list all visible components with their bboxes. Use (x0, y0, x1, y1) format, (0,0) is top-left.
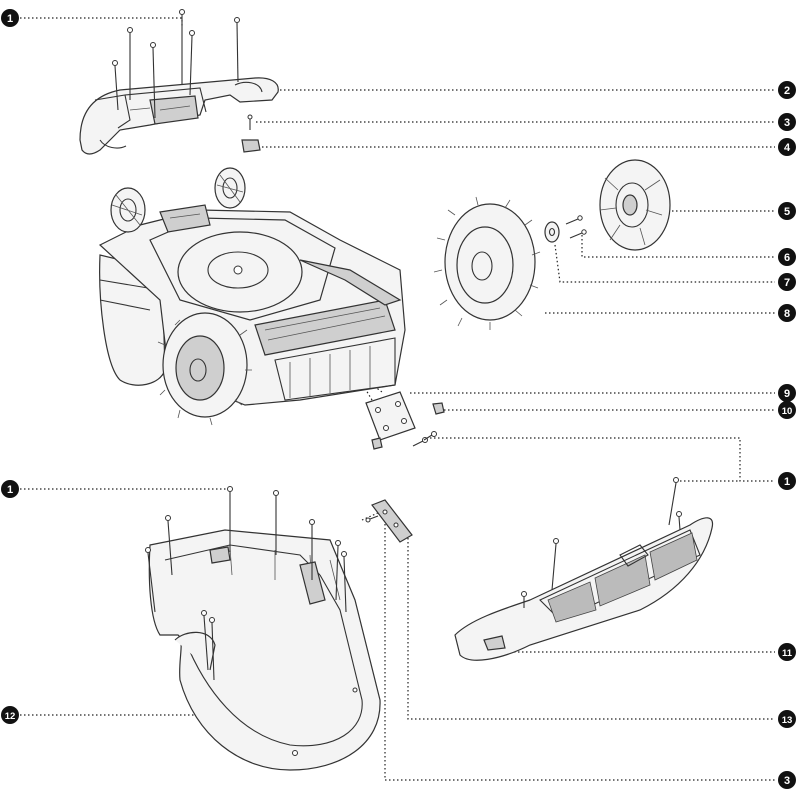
mower-chassis (98, 204, 406, 406)
callout-label: 3 (784, 117, 790, 129)
screw-icon (234, 17, 240, 83)
screw-icon (273, 490, 279, 555)
leader-7 (554, 244, 775, 283)
callout-label: 4 (784, 142, 791, 154)
hub-washer (544, 221, 560, 243)
front-bumper (454, 517, 714, 661)
leader-1-top (20, 17, 183, 28)
callout-label: 8 (784, 308, 790, 320)
drive-wheel-mounted (157, 312, 252, 426)
callout-label: 9 (784, 388, 790, 400)
screw-icon (365, 515, 379, 523)
screw-icon (521, 591, 527, 608)
callout-label: 1 (7, 13, 13, 25)
callout-9: 9 (778, 384, 796, 402)
screw-icon (423, 431, 437, 441)
callout-label: 3 (784, 775, 790, 787)
callout-1-top: 1 (1, 9, 19, 27)
callout-label: 1 (7, 484, 13, 496)
callout-6: 6 (778, 248, 796, 266)
screw-icon (551, 538, 559, 591)
screw-icon (127, 27, 133, 100)
callout-label: 13 (782, 715, 793, 726)
callout-label: 10 (782, 406, 793, 417)
screw-icon (150, 42, 156, 119)
drive-wheel-tire (433, 196, 541, 330)
screw-icon (668, 477, 679, 526)
screw-icon (335, 540, 341, 601)
callout-12: 12 (1, 706, 19, 724)
screw-icon (565, 215, 583, 225)
screw-icon (569, 229, 587, 239)
leader-13 (407, 530, 775, 720)
callout-10: 10 (778, 401, 796, 419)
callout-2: 2 (778, 81, 796, 99)
callout-1-mid-right: 1 (778, 472, 796, 490)
leader-3-bottom (384, 520, 775, 781)
screw-icon (112, 60, 119, 111)
small-pin-part (241, 114, 261, 153)
callout-7: 7 (778, 273, 796, 291)
callout-3-top: 3 (778, 113, 796, 131)
screw-icon (209, 617, 215, 681)
callout-11: 11 (778, 643, 796, 661)
lower-shell-screws (145, 486, 347, 681)
callout-label: 5 (784, 206, 790, 218)
callout-label: 6 (784, 252, 790, 264)
module-screws (365, 515, 379, 523)
callout-8: 8 (778, 304, 796, 322)
wheel-hubcap (599, 159, 671, 251)
callout-label: 7 (784, 277, 790, 289)
screw-icon (309, 519, 315, 580)
plate-screws (412, 431, 437, 447)
leader-1-mid-right (430, 437, 775, 482)
callout-label: 12 (5, 711, 16, 722)
plate-clips (371, 402, 445, 450)
screw-icon (145, 547, 156, 613)
top-screws (112, 9, 240, 119)
callout-badges: 1 2 3 4 5 6 7 8 (1, 9, 796, 789)
screw-icon (201, 610, 209, 671)
screw-icon (227, 486, 233, 552)
hub-screws (565, 215, 587, 239)
sensor-module (371, 499, 413, 543)
connector-plate (365, 391, 416, 441)
screw-icon (165, 515, 173, 576)
callout-13: 13 (778, 710, 796, 728)
front-bumper-screws (521, 477, 682, 608)
callout-3-bottom: 3 (778, 771, 796, 789)
rear-wheel-left (110, 187, 146, 233)
screw-icon (189, 30, 195, 96)
callout-label: 1 (784, 476, 790, 488)
rear-wheel-right (214, 167, 246, 209)
callout-1-mid-left: 1 (1, 480, 19, 498)
screw-icon (676, 511, 682, 531)
callout-5: 5 (778, 202, 796, 220)
screw-icon (179, 9, 185, 85)
callout-4: 4 (778, 138, 796, 156)
leader-module-screws (361, 511, 381, 521)
callout-label: 2 (784, 85, 790, 97)
lower-body-shell (148, 529, 381, 771)
callout-label: 11 (782, 648, 793, 659)
screw-icon (341, 551, 347, 613)
